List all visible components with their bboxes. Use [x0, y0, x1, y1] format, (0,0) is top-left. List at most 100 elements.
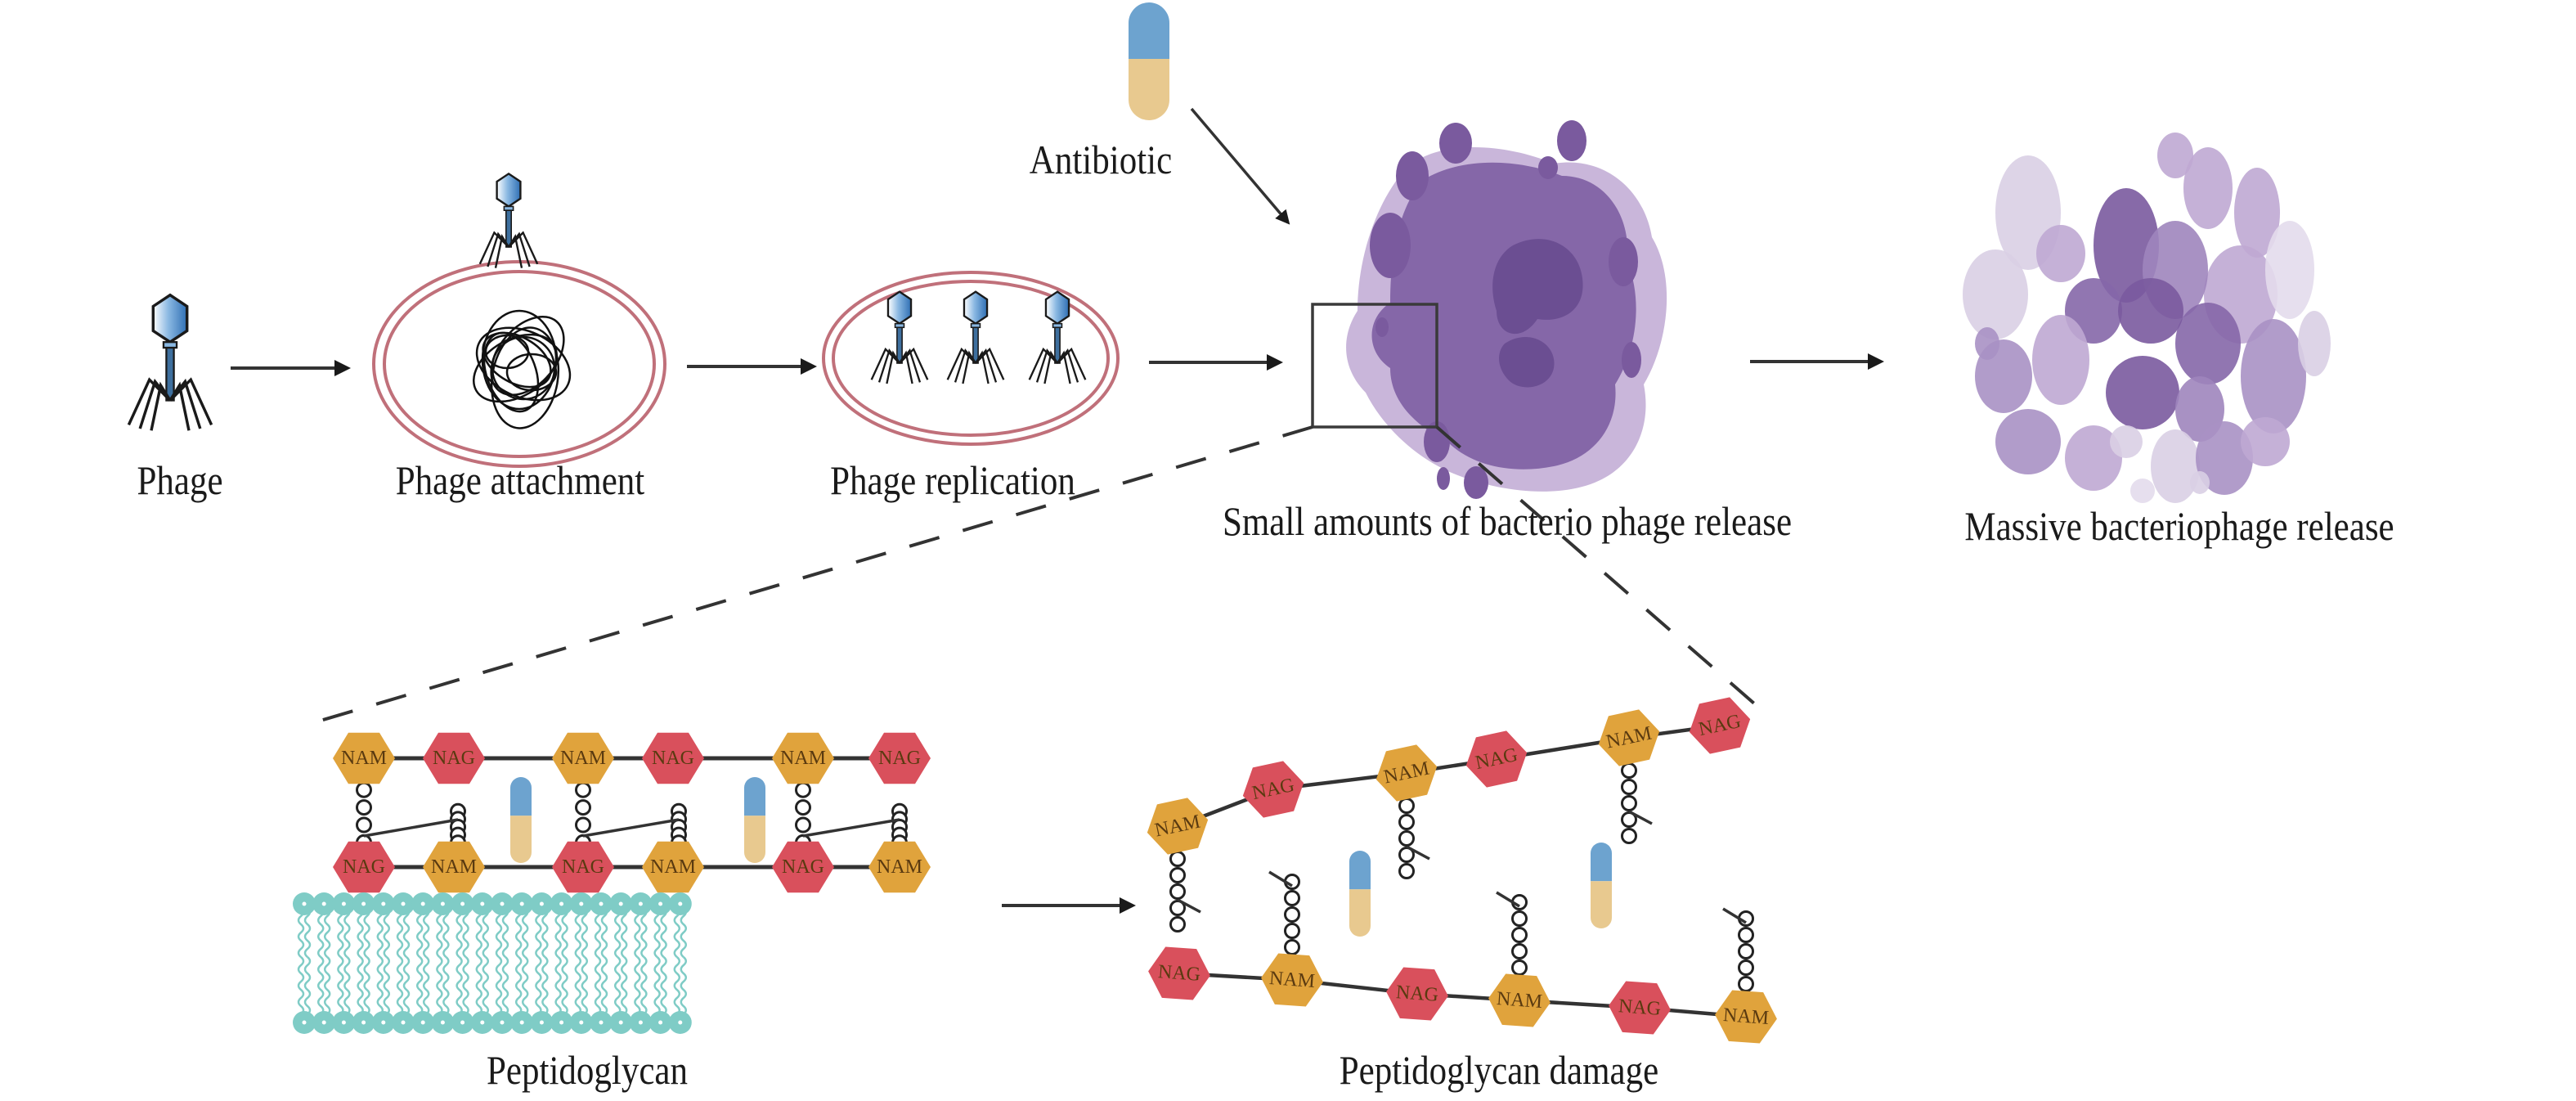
lysis-debris — [2190, 471, 2210, 494]
sugar-hexagon — [772, 732, 834, 784]
peptide-bead — [575, 799, 591, 816]
lysis-debris — [2151, 429, 2200, 503]
antibiotic-pill-icon — [510, 777, 532, 863]
arrow-antibiotic-to-cell — [1190, 107, 1290, 225]
sugar-hexagon — [1386, 967, 1448, 1021]
peptide-bead — [1621, 762, 1637, 779]
sugar-hexagon — [333, 732, 395, 784]
lysis-debris — [2032, 315, 2089, 405]
peptide-bead — [575, 781, 591, 798]
lipid-molecule — [451, 892, 474, 1034]
sugar-hexagon — [772, 841, 834, 893]
peptide-bead — [1511, 959, 1528, 976]
lipid-molecule — [550, 892, 573, 1034]
lipid-molecule — [590, 892, 613, 1034]
sugar-label: NAM — [780, 748, 826, 769]
lipid-molecule — [470, 892, 494, 1034]
bacterial-dna-icon — [473, 309, 572, 429]
lysis-debris — [1995, 409, 2061, 474]
peptide-bead — [1738, 976, 1754, 992]
lysis-debris — [2241, 319, 2306, 434]
sugar-hexagon — [1465, 730, 1528, 788]
antibiotic-pill-icon — [1591, 843, 1612, 928]
peptide-bead — [1511, 927, 1528, 943]
antibiotic-pill-icon — [1129, 2, 1169, 120]
peptide-bead — [1169, 867, 1186, 883]
sugar-label: NAG — [562, 856, 604, 878]
peptide-bead — [1621, 795, 1637, 811]
lipid-molecule — [312, 892, 336, 1034]
peptide-bead — [1398, 830, 1415, 847]
phage-icon — [1028, 290, 1087, 385]
label-peptidoglycan-damage: Peptidoglycan damage — [1339, 1047, 1659, 1093]
antibiotic-pill-icon — [1349, 851, 1371, 937]
peptide-chain — [1621, 762, 1637, 844]
peptide-bead — [1169, 916, 1186, 932]
sugar-hexagon — [868, 841, 931, 893]
peptide-bead — [1169, 883, 1186, 900]
label-antibiotic: Antibiotic — [1029, 137, 1173, 182]
sugar-hexagon — [1689, 697, 1751, 754]
lysis-debris — [2265, 221, 2314, 319]
sugar-hexagon — [1376, 744, 1438, 802]
sugar-hexagon — [868, 732, 931, 784]
lysis-debris — [2130, 479, 2155, 503]
broken-cross-link — [1268, 870, 1293, 888]
peptide-bead — [1284, 906, 1300, 923]
lysis-debris — [2175, 303, 2241, 384]
sugar-label: NAM — [1722, 1004, 1770, 1029]
peptide-bead — [356, 781, 372, 798]
sugar-nag: NAG — [868, 732, 931, 784]
lipid-molecule — [392, 892, 415, 1034]
label-phage-attachment: Phage attachment — [395, 457, 645, 503]
sugar-hexagon — [423, 841, 485, 893]
lipid-molecule — [569, 892, 593, 1034]
peptide-bead — [1398, 798, 1415, 814]
sugar-hexagon — [642, 732, 704, 784]
peptide-bead — [1511, 943, 1528, 959]
sugar-nag: NAG — [423, 732, 485, 784]
lipid-molecule — [609, 892, 633, 1034]
broken-cross-link — [1722, 907, 1747, 924]
sugar-nag: NAG — [1148, 946, 1210, 1000]
lipid-molecule — [510, 892, 534, 1034]
peptide-bead — [575, 816, 591, 834]
lysis-debris — [2196, 421, 2253, 495]
peptide-bead — [1621, 828, 1637, 844]
sugar-nag: NAG — [642, 732, 704, 784]
sugar-label: NAM — [431, 856, 477, 878]
sugar-nam: NAM — [868, 841, 931, 893]
callout-line-right — [1435, 425, 1768, 716]
peptide-bead — [1398, 863, 1415, 879]
sugar-nag: NAG — [1609, 981, 1671, 1035]
lysis-debris — [2298, 311, 2331, 376]
sugar-hexagon — [333, 841, 395, 893]
sugar-hexagon — [552, 732, 614, 784]
broken-cross-link — [1406, 845, 1430, 861]
lipid-molecule — [530, 892, 554, 1034]
sugar-hexagon — [1715, 990, 1777, 1044]
callout-line-left — [314, 425, 1313, 724]
sugar-label: NAM — [877, 856, 922, 878]
massive-release-burst — [1963, 133, 2331, 503]
peptide-bead — [1398, 814, 1415, 830]
peptide-bead — [1511, 910, 1528, 927]
sugar-nam: NAM — [1376, 744, 1438, 802]
sugar-label: NAG — [433, 748, 475, 769]
peptide-bead — [1284, 890, 1300, 906]
lipid-molecule — [352, 892, 375, 1034]
peptide-bead — [356, 799, 372, 816]
lysis-debris — [2241, 417, 2290, 466]
sugar-nam: NAM — [1598, 709, 1660, 766]
label-phage: Phage — [137, 457, 223, 503]
sugar-label: NAM — [341, 748, 387, 769]
sugar-hexagon — [552, 841, 614, 893]
sugar-nam: NAM — [552, 732, 614, 784]
lysis-debris — [2157, 133, 2193, 178]
sugar-label: NAG — [1618, 995, 1662, 1020]
peptide-bead — [356, 816, 372, 834]
peptide-bead — [1738, 959, 1754, 976]
lysis-debris — [2183, 147, 2233, 229]
peptide-bead — [795, 781, 811, 798]
